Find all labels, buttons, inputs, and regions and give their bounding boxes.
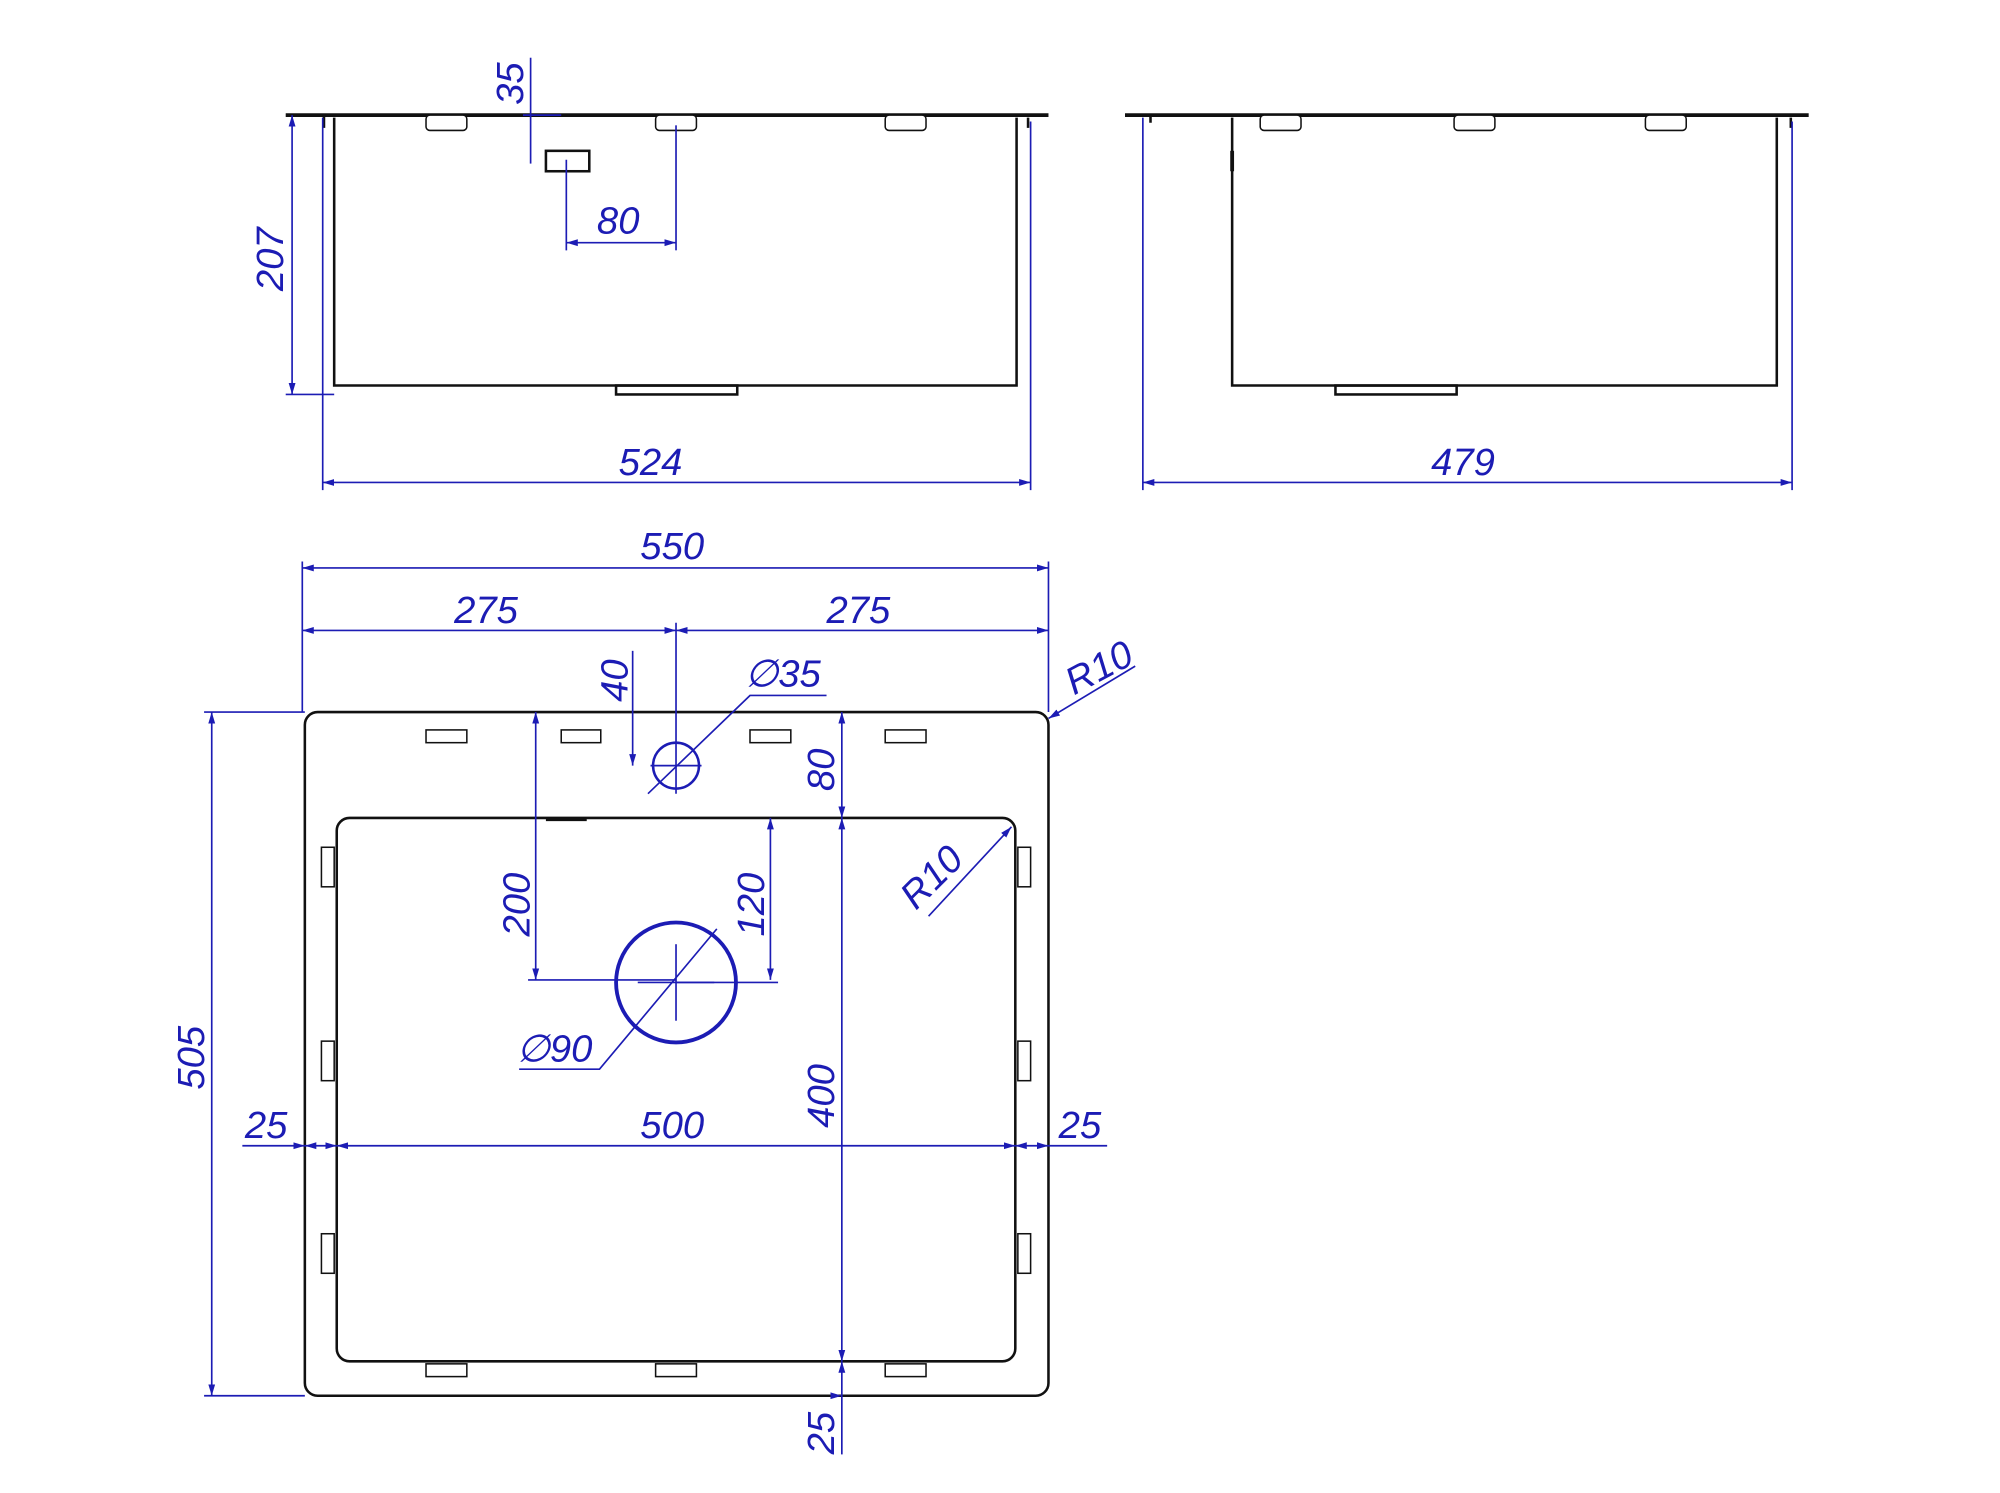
dim-overall-depth: 505 bbox=[170, 1025, 213, 1090]
dim-bowl-width: 500 bbox=[640, 1104, 704, 1147]
dim-overall-width: 550 bbox=[640, 525, 704, 568]
side-view-short: 479 bbox=[1125, 113, 1809, 491]
dim-tap-hole-offset: 40 bbox=[594, 659, 637, 702]
dim-depth: 207 bbox=[249, 226, 292, 293]
dim-half-left: 275 bbox=[453, 589, 519, 632]
dim-tap-hole-diameter: ∅35 bbox=[745, 653, 822, 696]
dim-drain-from-bowl-top: 120 bbox=[730, 873, 773, 937]
mounting-clips bbox=[320, 729, 1032, 1378]
dim-flange-top: 80 bbox=[800, 749, 843, 792]
dim-drain-diameter: ∅90 bbox=[517, 1028, 593, 1071]
dim-tap-offset: 35 bbox=[489, 62, 532, 105]
dim-width-524: 524 bbox=[619, 441, 683, 484]
dim-drain-from-top: 200 bbox=[495, 873, 538, 938]
dim-tap-to-center: 80 bbox=[597, 200, 640, 243]
dim-bowl-depth: 400 bbox=[800, 1064, 843, 1128]
dim-half-right: 275 bbox=[826, 589, 892, 632]
dim-flange-left: 25 bbox=[244, 1104, 288, 1147]
side-view-long: 35 80 207 524 bbox=[249, 57, 1049, 491]
plan-view: 550 275 275 R10 ∅35 40 80 200 120 ∅90 R1… bbox=[170, 525, 1140, 1455]
dim-inner-radius: R10 bbox=[892, 837, 972, 917]
dim-flange-right: 25 bbox=[1058, 1104, 1102, 1147]
dim-flange-bottom: 25 bbox=[800, 1411, 843, 1455]
dim-outer-radius: R10 bbox=[1058, 633, 1140, 704]
dim-width-479: 479 bbox=[1431, 441, 1495, 484]
